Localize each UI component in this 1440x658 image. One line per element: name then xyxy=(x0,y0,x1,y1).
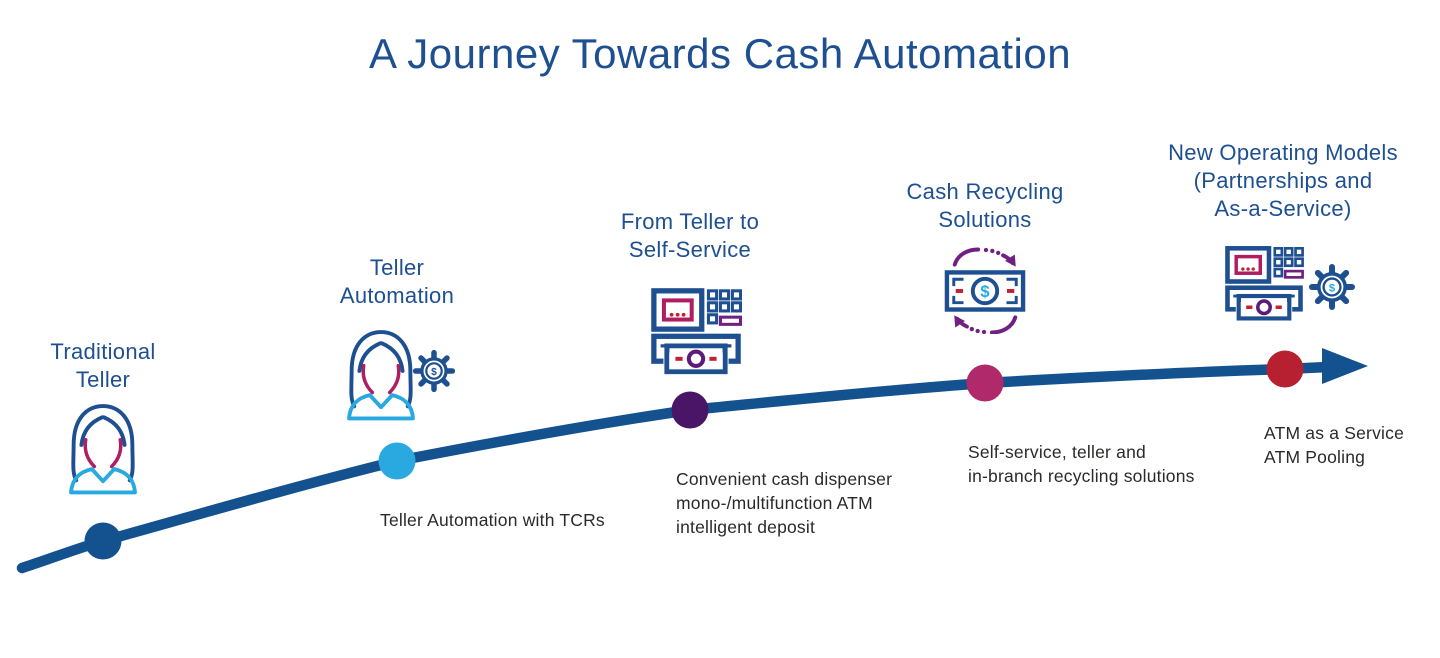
label-line: Cash Recycling xyxy=(906,179,1064,204)
milestone-label-traditional-teller: Traditional Teller xyxy=(3,338,203,394)
dollar-glyph: $ xyxy=(980,282,989,301)
description-line: Convenient cash dispenser xyxy=(676,469,893,489)
label-line: Teller xyxy=(369,255,425,280)
label-line: New Operating Models xyxy=(1168,140,1398,165)
description-line: Teller Automation with TCRs xyxy=(380,510,605,530)
curve-path xyxy=(16,361,1334,574)
milestone-label-cash-recycling: Cash Recycling Solutions xyxy=(885,178,1085,234)
woman-icon xyxy=(69,404,137,495)
milestone-dot-teller-automation xyxy=(378,442,416,480)
milestone-dot-new-operating-models xyxy=(1266,350,1304,388)
description-line: in-branch recycling solutions xyxy=(968,466,1195,487)
milestone-dot-cash-recycling xyxy=(966,364,1004,402)
milestone-label-self-service: From Teller to Self-Service xyxy=(590,208,790,264)
milestone-description-new-operating-models: ATM as a Service ATM Pooling xyxy=(1264,421,1404,469)
milestone-description-self-service: Convenient cash dispenser mono-/multifun… xyxy=(676,467,892,539)
milestone-label-new-operating-models: New Operating Models (Partnerships and A… xyxy=(1148,139,1418,223)
teller-automation-icon: $ xyxy=(342,326,456,426)
milestone-label-teller-automation: Teller Automation xyxy=(297,254,497,310)
description-line: intelligent deposit xyxy=(676,517,816,538)
atm-machine-icon xyxy=(1225,246,1304,321)
milestone-dot-self-service xyxy=(671,391,709,429)
description-line: Self-service, teller and xyxy=(968,442,1146,462)
dollar-gear-icon: $ xyxy=(412,349,456,393)
label-line: (Partnerships and xyxy=(1193,168,1373,194)
page-title: A Journey Towards Cash Automation xyxy=(368,30,1072,77)
banknote-recycle-icon: $ xyxy=(944,247,1026,337)
atm-as-a-service-icon: $ xyxy=(1224,245,1360,327)
milestone-description-cash-recycling: Self-service, teller and in-branch recyc… xyxy=(968,440,1195,488)
milestone-dot-traditional-teller xyxy=(84,522,122,560)
label-line: From Teller to xyxy=(620,209,760,234)
dollar-glyph: $ xyxy=(1329,282,1336,294)
label-line: Automation xyxy=(339,283,455,309)
label-line: As-a-Service) xyxy=(1214,196,1352,222)
dollar-gear-icon: $ xyxy=(1309,264,1355,310)
atm-icon xyxy=(650,287,743,382)
description-line: ATM as a Service xyxy=(1264,423,1404,443)
milestone-description-teller-automation: Teller Automation with TCRs xyxy=(380,508,605,532)
label-line: Solutions xyxy=(938,207,1032,233)
woman-icon xyxy=(347,330,415,421)
dollar-glyph: $ xyxy=(431,367,437,378)
atm-machine-icon xyxy=(651,288,743,375)
arrowhead xyxy=(1322,348,1368,384)
label-line: Traditional xyxy=(50,339,156,364)
description-line: ATM Pooling xyxy=(1264,447,1366,468)
teller-woman-icon xyxy=(64,400,142,500)
label-line: Self-Service xyxy=(628,237,752,263)
label-line: Teller xyxy=(75,367,131,393)
description-line: mono-/multifunction ATM xyxy=(676,493,873,514)
cash-recycling-icon: $ xyxy=(944,246,1026,339)
